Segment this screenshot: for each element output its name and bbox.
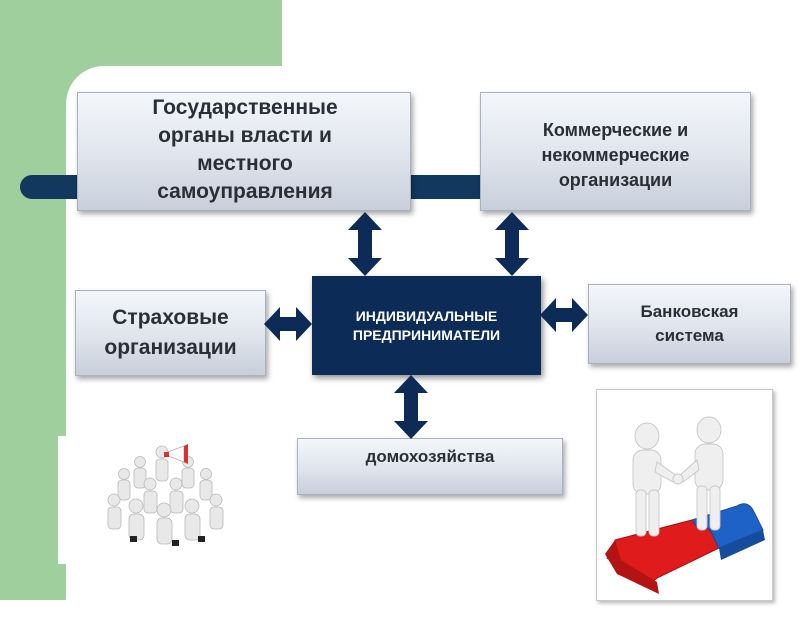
panel-notch (58, 436, 98, 564)
entrepreneurs-box: ИНДИВИДУАЛЬНЫЕ ПРЕДПРИНИМАТЕЛИ (312, 276, 541, 375)
insurance-label: Страховые организации (104, 306, 237, 359)
banking-label: Банковская система (640, 302, 739, 345)
handshake-icon (605, 416, 765, 594)
banking-box: Банковская система (588, 284, 791, 364)
households-box: домохозяйства (297, 438, 563, 495)
arrow-commercial (495, 212, 529, 276)
team-group-icon (107, 444, 224, 546)
arrow-government (348, 212, 382, 276)
insurance-box: Страховые организации (75, 290, 266, 376)
government-label: Государственные органы власти и местного… (152, 96, 338, 203)
government-box (77, 92, 411, 211)
arrow-households (394, 375, 428, 439)
arrow-insurance (264, 307, 312, 341)
entrepreneurs-label: ИНДИВИДУАЛЬНЫЕ ПРЕДПРИНИМАТЕЛИ (352, 307, 501, 343)
households-label: домохозяйства (365, 447, 495, 466)
arrow-banking (540, 298, 588, 332)
commercial-box: Коммерческие и некоммерческие организаци… (480, 92, 751, 211)
commercial-label: Коммерческие и некоммерческие организаци… (541, 120, 690, 190)
